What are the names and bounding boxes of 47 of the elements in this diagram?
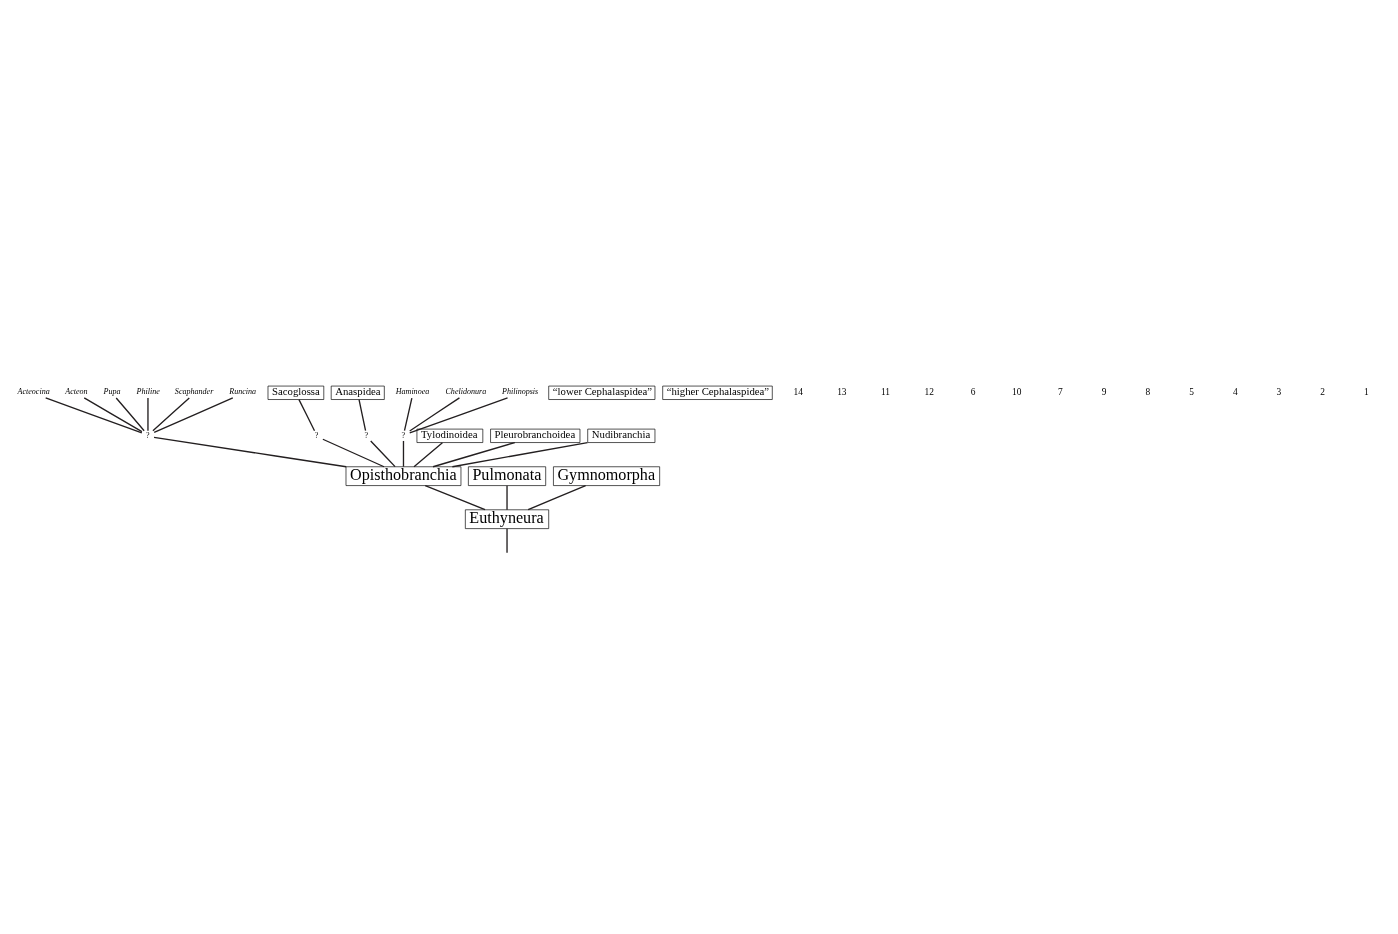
label: 10 — [1012, 387, 1022, 398]
connector — [298, 398, 316, 432]
label: 9 — [1101, 387, 1107, 398]
node-box: Pulmonata — [468, 466, 547, 486]
connector — [402, 440, 405, 468]
node-box: Nudibranchia — [587, 428, 656, 443]
connector — [45, 397, 143, 434]
connector — [152, 397, 190, 432]
connector — [153, 397, 234, 434]
connector — [83, 397, 143, 433]
connector — [506, 528, 508, 554]
label: 6 — [970, 387, 976, 398]
connector — [424, 484, 486, 511]
connector — [115, 397, 145, 432]
label: 3 — [1276, 387, 1282, 398]
label: 11 — [880, 387, 890, 398]
connector — [506, 485, 508, 511]
label: 5 — [1189, 387, 1194, 398]
node-box: Tylodinoidea — [416, 428, 484, 443]
node-box: Opisthobranchia — [345, 466, 462, 486]
node-box: Gymnomorpha — [553, 466, 660, 486]
connector — [527, 484, 587, 511]
node-box: Anaspidea — [330, 385, 385, 400]
connector — [403, 397, 413, 432]
connector — [451, 441, 589, 468]
connector — [147, 397, 149, 432]
connector — [409, 397, 461, 432]
connector — [409, 397, 509, 434]
label: 4 — [1232, 387, 1238, 398]
connector — [358, 398, 367, 432]
node-box: Sacoglossa — [267, 385, 325, 400]
node-box: “higher Cephalaspidea” — [662, 385, 773, 400]
label: 13 — [837, 387, 847, 398]
connector — [370, 440, 396, 468]
connector — [153, 436, 347, 468]
label: 1 — [1364, 387, 1369, 398]
label: 7 — [1058, 387, 1063, 398]
label: 2 — [1320, 387, 1326, 398]
node-box: Pleurobranchoidea — [490, 428, 581, 443]
label: 12 — [924, 387, 934, 398]
label: 14 — [793, 387, 803, 398]
node-box: “lower Cephalaspidea” — [548, 385, 656, 400]
connector — [322, 438, 385, 468]
connector — [413, 442, 444, 468]
node-box: Euthyneura — [465, 509, 550, 529]
label: 8 — [1145, 387, 1151, 398]
connector — [432, 441, 516, 468]
